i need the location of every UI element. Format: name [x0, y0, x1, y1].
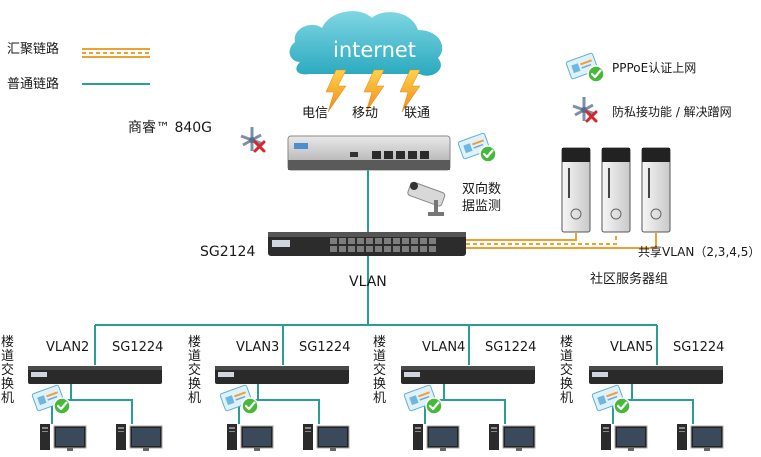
switch-port: [348, 238, 355, 244]
switch-port: [339, 246, 346, 252]
legend-normal-label: 普通链路: [7, 77, 60, 92]
switch-port: [420, 246, 427, 252]
switch-port: [402, 246, 409, 252]
normal-links: [51, 170, 694, 424]
floor-vlan-label: VLAN3: [236, 340, 280, 355]
switch-port: [393, 246, 400, 252]
switch-port: [429, 246, 436, 252]
floor-vlan-label: VLAN5: [610, 340, 654, 355]
router-model-label: 商睿™ 840G: [128, 120, 213, 136]
floor-auth-icon-3: [403, 384, 444, 416]
switch-port: [384, 246, 391, 252]
anti-private-icon: [571, 95, 598, 123]
floor-switch-4: [589, 366, 723, 384]
switch-port: [366, 238, 373, 244]
floor-auth-icon-4: [591, 384, 632, 416]
legend-aggregation-label: 汇聚链路: [7, 42, 60, 57]
isp-label-unicom: 联通: [404, 106, 431, 121]
pc-icon: [412, 423, 460, 452]
pc-icon: [226, 423, 274, 452]
core-switch-model-label: SG2124: [200, 244, 256, 260]
core-switch-sg2124: [268, 232, 466, 256]
floor-switch-3: [401, 366, 535, 384]
switch-port: [375, 246, 382, 252]
isp-label-telecom: 电信: [302, 106, 329, 121]
switch-port: [384, 238, 391, 244]
switch-port: [402, 238, 409, 244]
switch-port: [429, 238, 436, 244]
shared-vlan-label: 共享VLAN（2,3,4,5）: [638, 245, 761, 259]
cloud-label: internet: [333, 38, 417, 62]
switch-port: [330, 246, 337, 252]
floor-switch-1: [28, 366, 162, 384]
server-group: [561, 147, 671, 233]
floor-switch-side-label: 楼道交换机: [188, 335, 202, 406]
switch-port: [348, 246, 355, 252]
pc-icon: [39, 423, 87, 452]
aggregation-link-legend-line: [82, 48, 150, 58]
monitor-label-line2: 据监测: [462, 199, 502, 214]
switch-port: [366, 246, 373, 252]
pc-icon: [302, 423, 350, 452]
pc-icon: [115, 423, 163, 452]
pc-icon: [676, 423, 724, 452]
router-840g: [287, 135, 451, 171]
router-auth-icon: [457, 132, 498, 164]
core-vlan-label: VLAN: [349, 274, 387, 290]
pc-icon: [488, 423, 536, 452]
feature-anti-private-label: 防私接功能 / 解决蹭网: [612, 105, 732, 119]
floor-vlan-label: VLAN4: [422, 340, 466, 355]
floor-vlan-label: VLAN2: [46, 340, 90, 355]
floor-switch-side-label: 楼道交换机: [373, 335, 387, 406]
switch-port: [375, 238, 382, 244]
camera-icon: [407, 181, 446, 216]
floor-switch-side-label: 楼道交换机: [1, 335, 15, 406]
floor-switch-side-label: 楼道交换机: [560, 335, 574, 406]
floor-auth-icon-1: [31, 384, 72, 416]
floor-switch-model-label: SG1224: [299, 340, 351, 355]
switch-port: [411, 238, 418, 244]
pc-icon: [600, 423, 648, 452]
switch-port: [393, 238, 400, 244]
switch-port: [420, 238, 427, 244]
floor-switch-model-label: SG1224: [485, 340, 537, 355]
legend: [82, 48, 150, 85]
isp-label-mobile: 移动: [352, 106, 379, 121]
pppoe-auth-icon: [565, 52, 606, 84]
aggregation-link: [466, 233, 657, 249]
switch-port: [357, 238, 364, 244]
lightning-bolts: [325, 69, 421, 113]
switch-port: [339, 238, 346, 244]
floor-switch-model-label: SG1224: [673, 340, 725, 355]
internet-cloud: [289, 11, 443, 76]
switch-port: [411, 246, 418, 252]
monitor-label-line1: 双向数: [462, 182, 502, 197]
feature-pppoe-label: PPPoE认证上网: [612, 61, 697, 75]
floor-switch-2: [215, 366, 349, 384]
switch-port: [330, 238, 337, 244]
switch-port: [357, 246, 364, 252]
server-group-label: 社区服务器组: [590, 272, 669, 287]
floor-switch-model-label: SG1224: [112, 340, 164, 355]
router-ap-blocked-icon: [239, 125, 266, 153]
